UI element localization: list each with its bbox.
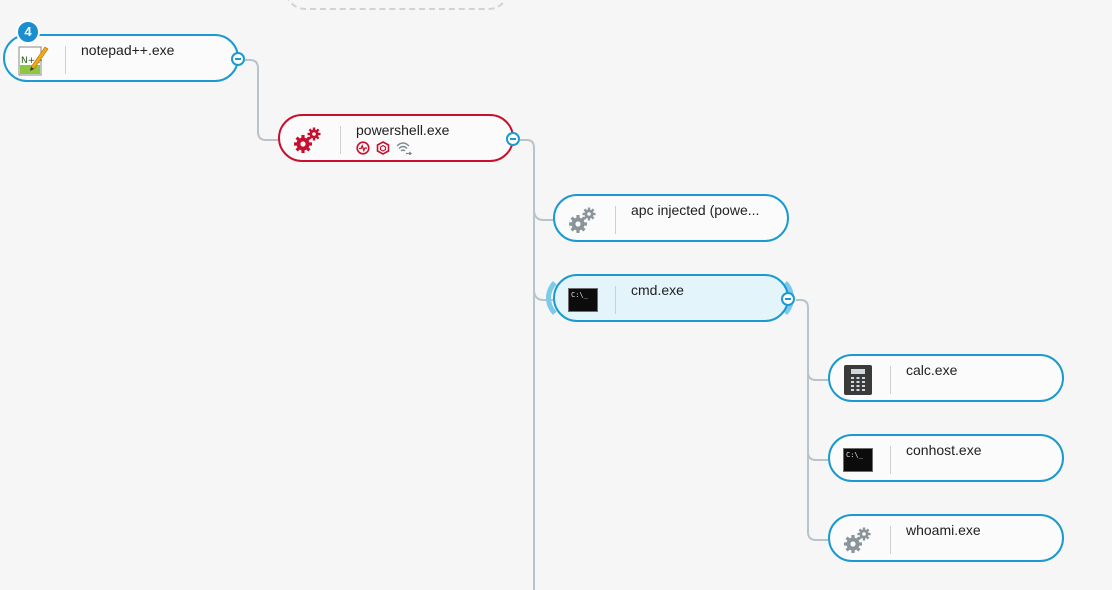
process-node-calc[interactable]: calc.exe	[828, 354, 1064, 402]
notepad-plus-plus-icon: N++	[17, 44, 49, 76]
node-divider	[340, 126, 341, 154]
node-divider	[890, 446, 891, 474]
process-node-notepad[interactable]: N++ notepad++.exe	[3, 34, 239, 82]
process-name: powershell.exe	[356, 122, 450, 138]
process-name: cmd.exe	[631, 282, 684, 298]
indicator-icons	[356, 141, 412, 155]
connector-conhost	[807, 451, 828, 461]
process-name: conhost.exe	[906, 442, 982, 458]
wifi-transfer-icon[interactable]	[396, 141, 412, 155]
child-count-badge[interactable]: 4	[16, 20, 40, 44]
node-divider	[890, 526, 891, 554]
terminal-icon: C:\_	[567, 284, 599, 316]
connector-apc	[533, 209, 553, 221]
process-node-apc-injected[interactable]: apc injected (powe...	[553, 194, 789, 242]
connector-powershell-trunk	[520, 139, 535, 590]
node-divider	[65, 46, 66, 74]
gears-icon	[842, 524, 874, 556]
network-activity-icon[interactable]	[356, 141, 370, 155]
node-divider	[890, 366, 891, 394]
collapse-cmd-button[interactable]	[781, 292, 795, 306]
node-divider	[615, 206, 616, 234]
connector-cmd-trunk	[796, 299, 828, 541]
gears-icon	[292, 124, 324, 156]
node-divider	[615, 286, 616, 314]
process-node-whoami[interactable]: whoami.exe	[828, 514, 1064, 562]
process-name: whoami.exe	[906, 522, 981, 538]
process-name: calc.exe	[906, 362, 958, 378]
ghost-parent-node	[285, 0, 509, 10]
process-name: apc injected (powe...	[631, 202, 760, 218]
connector-notepad-powershell	[245, 59, 278, 141]
terminal-icon: C:\_	[842, 444, 874, 476]
collapse-powershell-button[interactable]	[506, 132, 520, 146]
connector-cmd	[533, 289, 553, 301]
calculator-icon	[842, 364, 874, 396]
process-node-conhost[interactable]: C:\_ conhost.exe	[828, 434, 1064, 482]
process-name: notepad++.exe	[81, 42, 175, 58]
svg-text:N++: N++	[21, 56, 43, 66]
gears-icon	[567, 204, 599, 236]
process-node-powershell[interactable]: powershell.exe	[278, 114, 514, 162]
collapse-notepad-button[interactable]	[231, 52, 245, 66]
process-node-cmd[interactable]: C:\_ cmd.exe	[553, 274, 789, 322]
connector-calc	[807, 371, 828, 381]
module-icon[interactable]	[376, 141, 390, 155]
